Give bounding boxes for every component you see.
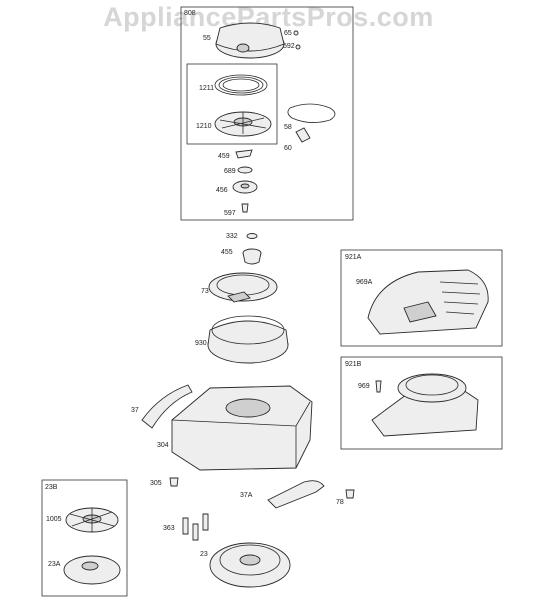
box-921a-frame — [340, 249, 503, 347]
label-969: 969 — [358, 383, 370, 390]
box-921a-label: 921A — [345, 254, 362, 261]
label-23: 23 — [200, 551, 208, 558]
box-23b-frame — [41, 479, 128, 597]
box-921b-frame — [340, 356, 503, 450]
label-37: 37 — [131, 407, 139, 414]
label-305: 305 — [150, 480, 162, 487]
screw-78 — [345, 489, 355, 499]
label-332: 332 — [226, 233, 238, 240]
label-65: 65 — [284, 30, 292, 37]
ratchet-456 — [232, 180, 258, 194]
label-1211: 1211 — [199, 85, 214, 92]
starter-rope — [287, 103, 336, 123]
baffle-37 — [141, 384, 193, 429]
flywheel-23a — [63, 555, 121, 585]
box-921b-label: 921B — [345, 361, 362, 368]
label-55: 55 — [203, 35, 211, 42]
starter-cup-455 — [242, 248, 262, 265]
blower-cover-921b — [371, 373, 479, 437]
label-363: 363 — [163, 525, 175, 532]
box-808-frame — [180, 6, 354, 221]
baffle-37a — [267, 480, 325, 509]
starter-pulley — [214, 111, 272, 137]
blower-housing-304 — [171, 385, 313, 471]
flywheel-23 — [209, 542, 291, 588]
fan-shroud-930 — [207, 315, 289, 364]
screw-305 — [169, 477, 179, 487]
box-23b-label: 23B — [45, 484, 58, 491]
pawl-459 — [235, 149, 253, 159]
screw-597 — [241, 203, 249, 213]
label-597: 597 — [224, 210, 236, 217]
washer-592 — [295, 44, 301, 50]
inner-box-frame — [186, 63, 278, 145]
label-455: 455 — [221, 249, 233, 256]
label-1210: 1210 — [196, 123, 212, 130]
label-304: 304 — [157, 442, 169, 449]
screws-363 — [182, 513, 209, 541]
label-1005: 1005 — [46, 516, 62, 523]
label-459: 459 — [218, 153, 230, 160]
label-60: 60 — [284, 145, 292, 152]
blower-cover-921a — [367, 269, 489, 335]
label-73: 73 — [201, 288, 209, 295]
label-37a: 37A — [240, 492, 253, 499]
box-808-label: 808 — [184, 10, 196, 17]
starter-handle — [295, 127, 311, 143]
debris-screen-73 — [208, 272, 278, 303]
spring-689 — [237, 166, 253, 174]
label-23a: 23A — [48, 561, 61, 568]
nut-332 — [246, 233, 258, 239]
screw-65 — [293, 30, 299, 36]
screw-969 — [375, 380, 382, 393]
label-78: 78 — [336, 499, 344, 506]
starter-housing — [215, 22, 285, 59]
label-58: 58 — [284, 124, 292, 131]
label-930: 930 — [195, 340, 207, 347]
label-456: 456 — [216, 187, 228, 194]
rewind-spring — [214, 74, 268, 96]
label-592: 592 — [283, 43, 295, 50]
label-689: 689 — [224, 168, 236, 175]
fan-1005 — [65, 507, 119, 533]
label-969a: 969A — [356, 279, 373, 286]
